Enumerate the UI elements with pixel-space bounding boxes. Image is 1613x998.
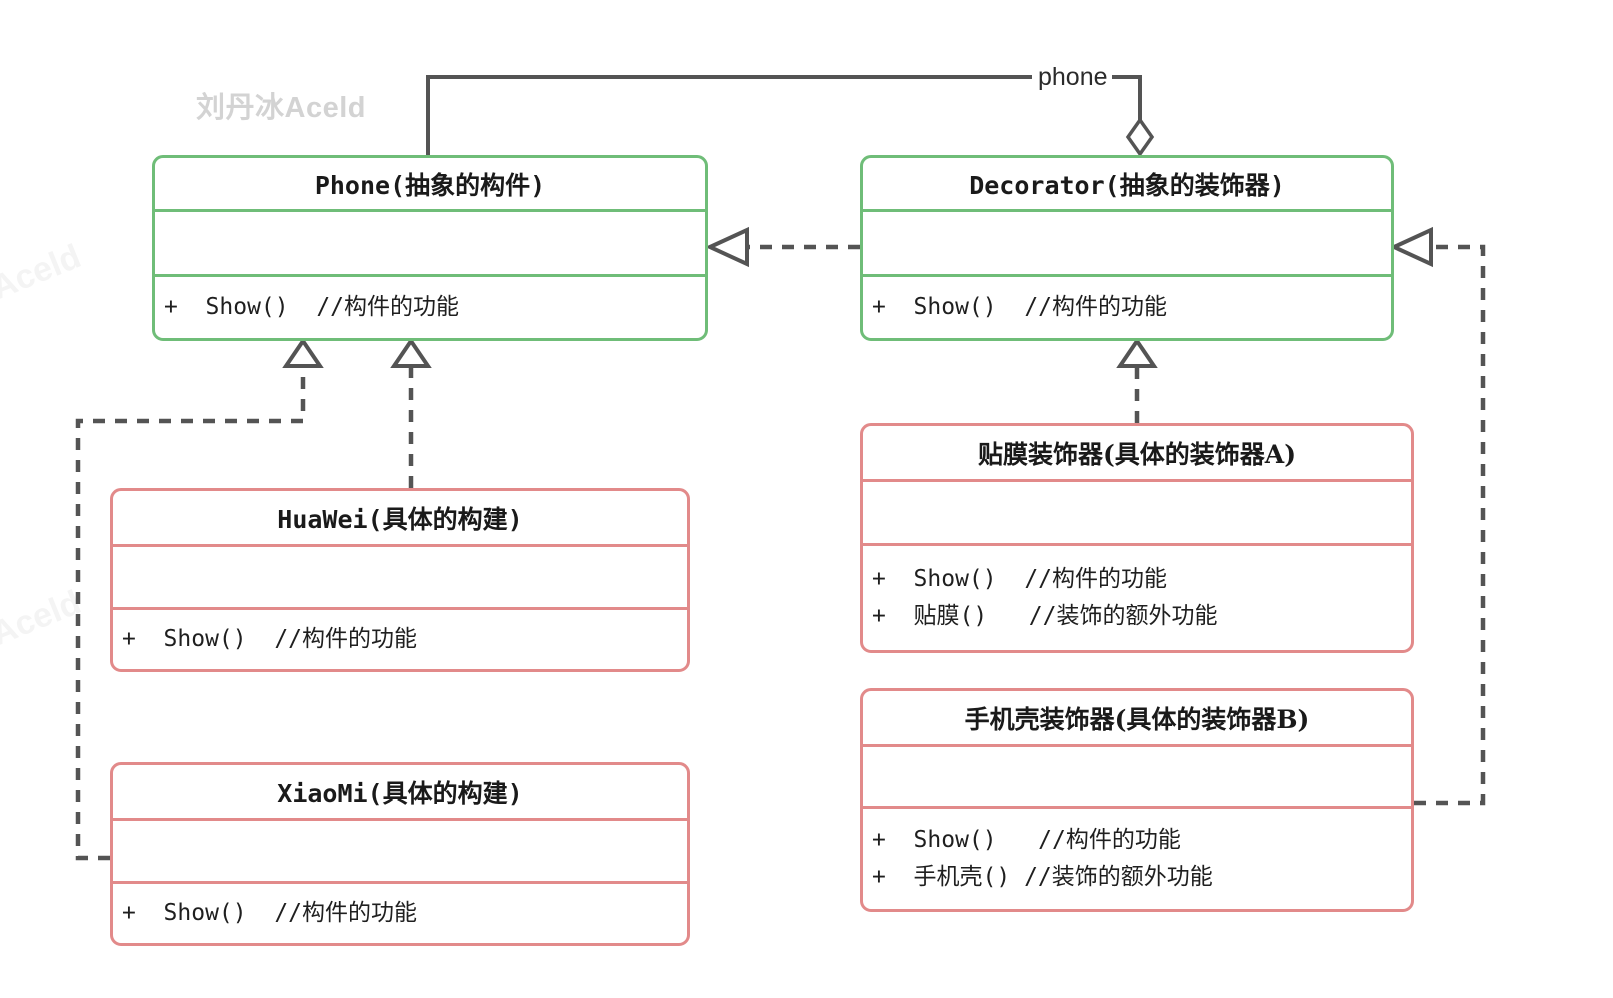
class-title-text: XiaoMi(具体的构建) xyxy=(277,778,523,808)
edge-realization-huawei-phone xyxy=(390,337,432,488)
class-title-text: Phone(抽象的构件) xyxy=(314,170,546,200)
class-box-phone[interactable]: Phone(抽象的构件) + Show() //构件的功能 xyxy=(152,155,708,341)
method-item: + Show() //构件的功能 xyxy=(872,293,1168,320)
class-methods-case-decorator: + Show() //构件的功能 + 手机壳() //装饰的额外功能 xyxy=(863,809,1411,909)
realization-triangle-marker xyxy=(282,337,324,368)
class-title-text: HuaWei(具体的构建) xyxy=(277,504,523,534)
class-title-text: 手机壳装饰器(具体的装饰器B) xyxy=(964,704,1310,734)
class-box-film-decorator[interactable]: 贴膜装饰器(具体的装饰器A) + Show() //构件的功能 + 贴膜() /… xyxy=(860,423,1414,653)
class-title-huawei: HuaWei(具体的构建) xyxy=(113,491,687,547)
method-item: + Show() //构件的功能 xyxy=(122,899,418,926)
class-attributes-decorator xyxy=(863,212,1391,277)
method-item: + Show() //构件的功能 xyxy=(872,565,1168,592)
realization-triangle-marker xyxy=(705,226,749,268)
class-attributes-film-decorator xyxy=(863,482,1411,546)
realization-triangle-marker xyxy=(390,337,432,368)
class-methods-phone: + Show() //构件的功能 xyxy=(155,277,705,338)
class-methods-huawei: + Show() //构件的功能 xyxy=(113,610,687,669)
method-item: + Show() //构件的功能 xyxy=(164,293,460,320)
class-title-xiaomi: XiaoMi(具体的构建) xyxy=(113,765,687,821)
class-attributes-xiaomi xyxy=(113,821,687,884)
class-attributes-phone xyxy=(155,212,705,277)
class-methods-decorator: + Show() //构件的功能 xyxy=(863,277,1391,338)
class-box-case-decorator[interactable]: 手机壳装饰器(具体的装饰器B) + Show() //构件的功能 + 手机壳()… xyxy=(860,688,1414,912)
class-methods-xiaomi: + Show() //构件的功能 xyxy=(113,884,687,943)
edge-realization-film-decorator xyxy=(1116,337,1158,423)
class-title-text: Decorator(抽象的装饰器) xyxy=(969,170,1285,200)
class-attributes-huawei xyxy=(113,547,687,610)
class-title-case-decorator: 手机壳装饰器(具体的装饰器B) xyxy=(863,691,1411,747)
class-title-text: 贴膜装饰器(具体的装饰器A) xyxy=(977,439,1297,469)
edge-label-phone: phone xyxy=(1034,63,1112,92)
class-box-xiaomi[interactable]: XiaoMi(具体的构建) + Show() //构件的功能 xyxy=(110,762,690,946)
edge-realization-case-decorator xyxy=(1389,226,1486,806)
class-title-decorator: Decorator(抽象的装饰器) xyxy=(863,158,1391,212)
class-box-decorator[interactable]: Decorator(抽象的装饰器) + Show() //构件的功能 xyxy=(860,155,1394,341)
realization-triangle-marker xyxy=(1389,226,1433,268)
realization-triangle-marker xyxy=(1116,337,1158,368)
class-methods-film-decorator: + Show() //构件的功能 + 贴膜() //装饰的额外功能 xyxy=(863,546,1411,650)
edge-realization-decorator-phone xyxy=(705,226,860,268)
aggregation-diamond-marker xyxy=(1125,116,1155,158)
edge-realization-xiaomi-phone xyxy=(75,337,324,861)
class-title-phone: Phone(抽象的构件) xyxy=(155,158,705,212)
watermark-author: 刘丹冰Aceld xyxy=(196,92,366,124)
method-item: + Show() //构件的功能 xyxy=(872,826,1181,853)
class-box-huawei[interactable]: HuaWei(具体的构建) + Show() //构件的功能 xyxy=(110,488,690,672)
class-title-film-decorator: 贴膜装饰器(具体的装饰器A) xyxy=(863,426,1411,482)
edge-aggregation-phone-decorator xyxy=(426,75,1155,158)
method-item: + 贴膜() //装饰的额外功能 xyxy=(872,603,1218,629)
class-attributes-case-decorator xyxy=(863,747,1411,809)
method-item: + 手机壳() //装饰的额外功能 xyxy=(872,864,1213,890)
method-item: + Show() //构件的功能 xyxy=(122,625,418,652)
